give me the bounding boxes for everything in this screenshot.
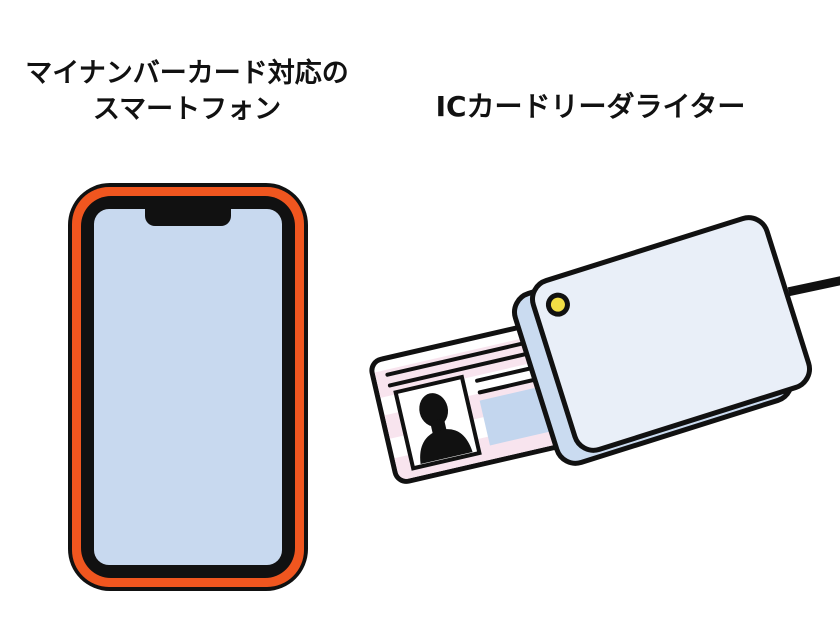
person-silhouette-icon <box>419 393 473 464</box>
mynumber-card-icon <box>366 303 642 487</box>
id-photo-silhouette-icon <box>393 374 482 471</box>
reader-body-top <box>524 209 818 459</box>
phone-notch <box>145 207 231 226</box>
reader-label: ICカードリーダライター <box>435 90 746 123</box>
led-indicator-icon <box>542 289 573 320</box>
phone-screen <box>94 209 282 565</box>
smartphone-icon <box>68 183 308 591</box>
smartphone-label-line2: スマートフォン <box>92 94 282 125</box>
smartphone-label-line1: マイナンバーカード対応の <box>25 58 349 89</box>
smartphone-label: マイナンバーカード対応の スマートフォン <box>12 56 362 128</box>
reader-cable-icon <box>787 274 840 297</box>
